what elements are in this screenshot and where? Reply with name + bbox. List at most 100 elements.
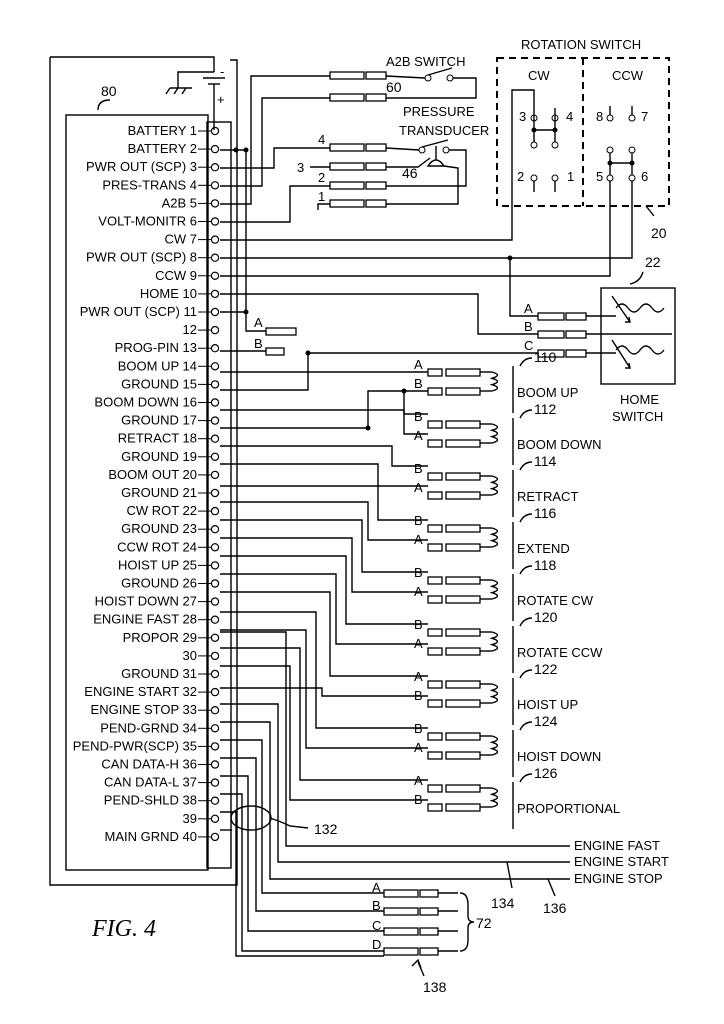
home-switch-label-2: SWITCH xyxy=(612,409,663,424)
cw-contact-3: 3 xyxy=(519,109,526,124)
pin-label: BOOM UP 14 xyxy=(118,358,197,373)
pt-wire-4: 4 xyxy=(318,132,325,147)
pin-label: BATTERY 2 xyxy=(128,141,197,156)
engine-start-label: ENGINE START xyxy=(574,854,669,869)
solenoid-coil xyxy=(489,787,499,808)
pin-terminal xyxy=(210,235,220,244)
pin-terminal xyxy=(210,416,220,425)
connector-plug xyxy=(427,784,443,793)
pin-terminal xyxy=(210,488,220,498)
cw-contact-2: 2 xyxy=(517,169,524,184)
pin-terminal xyxy=(210,506,220,516)
connector-plug xyxy=(427,647,443,656)
solenoid-wire-2: A xyxy=(414,428,423,443)
home-switch: 22 HOME SWITCH A B C xyxy=(220,254,676,424)
pin-label: 39 xyxy=(183,811,197,826)
connector-body xyxy=(445,628,481,637)
connector-plug xyxy=(427,732,443,741)
solenoid-label: ROTATE CCW xyxy=(517,645,603,660)
solenoid-wire-1: A xyxy=(414,357,423,372)
home-switch-ref: 22 xyxy=(645,254,661,270)
connector-plug xyxy=(427,576,443,585)
connector-plug xyxy=(427,387,443,396)
pin-label: ENGINE START 32 xyxy=(84,684,197,699)
pin-terminal xyxy=(210,289,220,299)
pressure-transducer-ref: 46 xyxy=(402,165,418,181)
pin-terminal xyxy=(210,832,220,842)
pin-label: HOIST UP 25 xyxy=(118,557,197,572)
connector-body xyxy=(445,699,481,708)
pin-label: PWR OUT (SCP) 8 xyxy=(86,250,197,265)
connector-body xyxy=(445,784,481,793)
pin-terminal xyxy=(210,325,220,335)
ref-leader xyxy=(519,773,533,783)
pin-label: VOLT-MONITR 6 xyxy=(98,214,197,229)
pin-terminal xyxy=(210,687,220,697)
outer-enclosure xyxy=(49,56,238,886)
ref-leader xyxy=(519,617,533,627)
solenoid-label: EXTEND xyxy=(517,541,570,556)
pin-label: ENGINE STOP 33 xyxy=(91,702,197,717)
solenoid-ref: 120 xyxy=(534,609,558,625)
pt-wire-3: 3 xyxy=(297,160,304,175)
ccw-contact-5: 5 xyxy=(596,169,603,184)
solenoid-wire-2: A xyxy=(414,480,423,495)
pt-wire-1: 1 xyxy=(318,189,325,204)
pin-label: GROUND 15 xyxy=(121,376,197,391)
connector-body xyxy=(445,595,481,604)
pin-terminal xyxy=(210,525,220,534)
can-bundle: 132 xyxy=(220,739,384,957)
solenoid-label: BOOM DOWN xyxy=(517,437,602,452)
pin-terminal xyxy=(210,199,220,208)
ref-leader xyxy=(519,565,533,575)
figure-label: FIG. 4 xyxy=(91,916,156,942)
home-wire-c: C xyxy=(524,338,533,353)
solenoid-ref: 126 xyxy=(534,765,558,781)
pin-terminal xyxy=(210,615,220,624)
pin-terminal xyxy=(210,796,220,805)
solenoid-coil xyxy=(489,735,499,756)
pt-wire-2: 2 xyxy=(318,170,325,185)
battery-symbol: - + xyxy=(165,64,225,130)
pendant-wire-d: D xyxy=(372,937,381,952)
pin-terminal xyxy=(210,162,220,172)
pin-label: GROUND 26 xyxy=(121,576,197,591)
pin-terminal xyxy=(210,814,220,824)
pin-label: BOOM DOWN 16 xyxy=(94,395,197,410)
pin-terminal xyxy=(210,597,220,606)
pin-label: CAN DATA-L 37 xyxy=(104,775,197,790)
solenoid-ref: 122 xyxy=(534,661,558,677)
pin-label: PWR OUT (SCP) 11 xyxy=(80,304,197,319)
pin-label: PEND-PWR(SCP) 35 xyxy=(73,738,197,753)
pin-label: CAN DATA-H 36 xyxy=(101,757,197,772)
ref-leader xyxy=(519,721,533,731)
home-wire-a: A xyxy=(524,301,533,316)
pressure-transducer-label-1: PRESSURE xyxy=(403,104,475,119)
connector-body xyxy=(445,680,481,689)
a2b-switch: A2B SWITCH 60 xyxy=(220,54,477,205)
ref-leader xyxy=(519,513,533,523)
pin-terminal xyxy=(210,760,220,769)
a2b-switch-label: A2B SWITCH xyxy=(386,54,465,69)
connector-body xyxy=(445,420,481,429)
pendant-ref-138: 138 xyxy=(423,979,447,995)
solenoid-wire-2: B xyxy=(414,376,423,391)
connector-plug xyxy=(427,420,443,429)
prog-wire-a: A xyxy=(254,315,263,330)
pin-terminal xyxy=(210,398,220,407)
connector-plug xyxy=(427,595,443,604)
connector-body xyxy=(445,491,481,500)
solenoid-label: HOIST DOWN xyxy=(517,749,601,764)
pendant-wire-a: A xyxy=(372,880,381,895)
ccw-contact-7: 7 xyxy=(641,109,648,124)
solenoid-coil xyxy=(489,475,499,496)
pin-terminal xyxy=(210,452,220,461)
connector-plug xyxy=(427,699,443,708)
pendant-wire-c: C xyxy=(372,918,381,933)
solenoid-ref: 110 xyxy=(534,349,557,365)
